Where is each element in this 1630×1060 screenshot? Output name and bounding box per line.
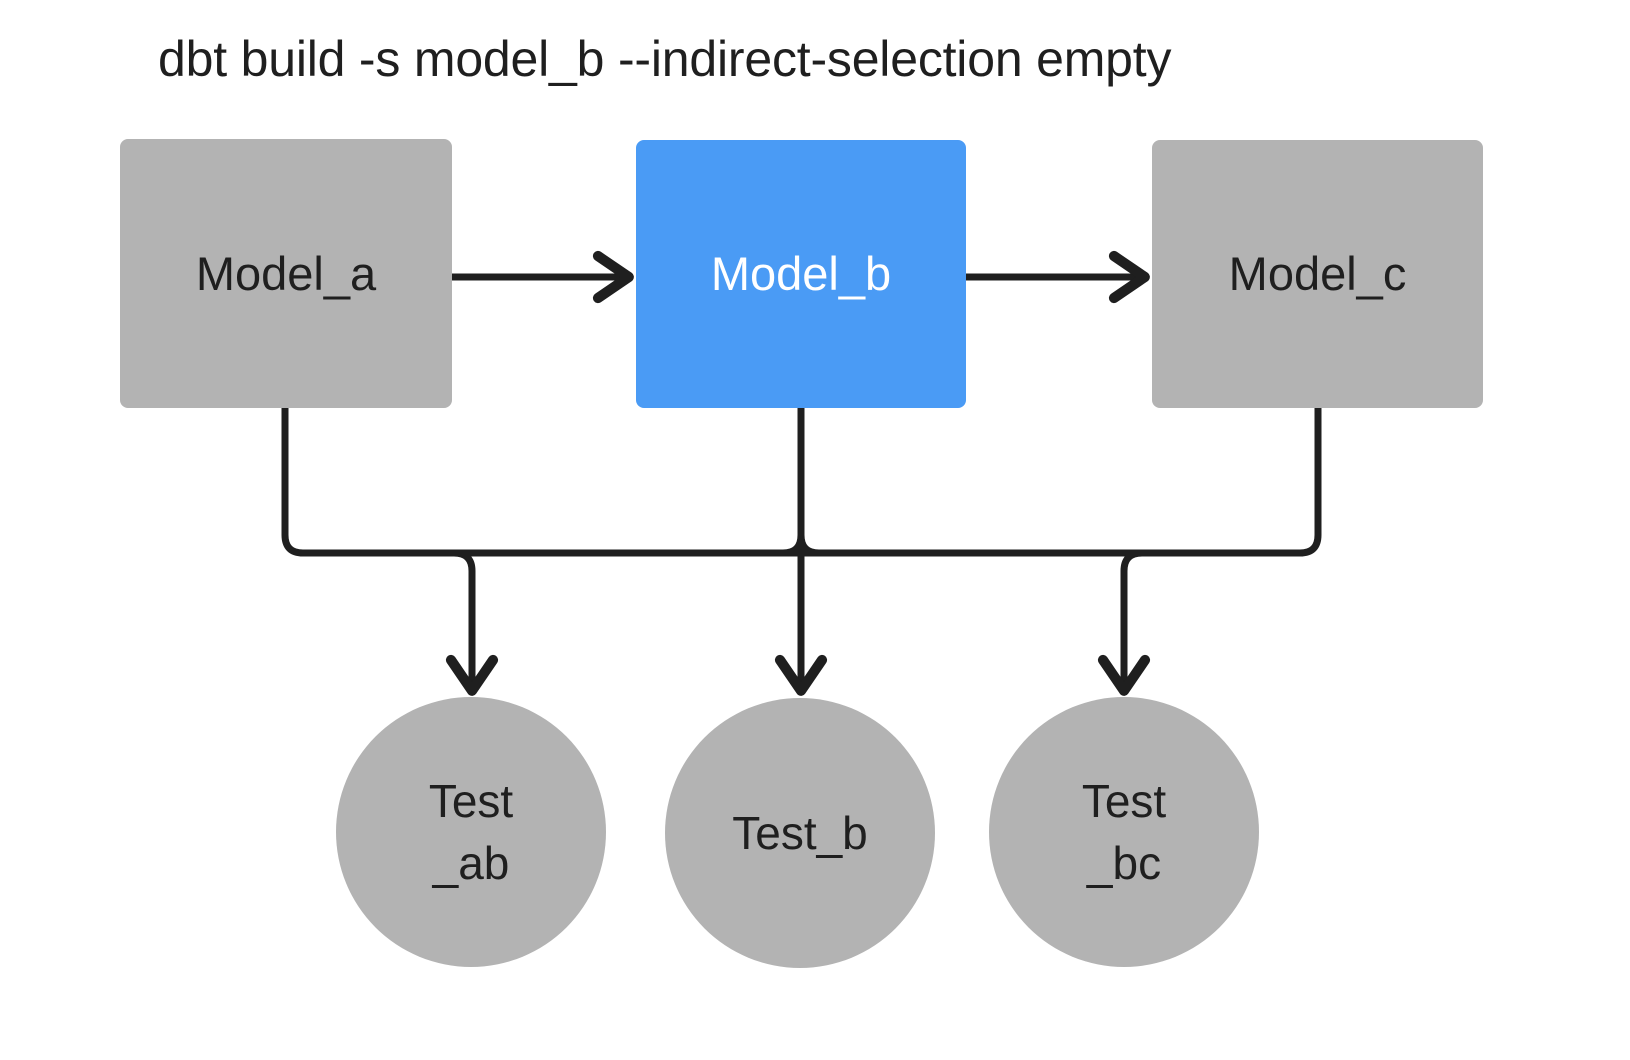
node-model-b-label: Model_b (710, 247, 892, 300)
node-model-a-label: Model_a (195, 246, 377, 300)
node-test-ab-label: Test _ab (428, 775, 514, 889)
node-test-bc-label: Test _bc (1081, 775, 1167, 889)
node-model-c[interactable]: Model_c (1152, 140, 1483, 408)
edge-model-c-to-test-bc (1097, 408, 1322, 696)
edge-model-a-to-test-ab (281, 408, 499, 696)
node-test-bc[interactable]: Test _bc (989, 697, 1259, 967)
node-test-ab[interactable]: Test _ab (336, 697, 606, 967)
node-model-b[interactable]: Model_b (636, 140, 966, 408)
node-model-c-label: Model_c (1228, 247, 1407, 300)
node-test-b[interactable]: Test_b (665, 698, 935, 968)
node-test-b-label: Test_b (732, 807, 868, 859)
diagram-title: dbt build -s model_b --indirect-selectio… (158, 31, 1172, 87)
node-model-a[interactable]: Model_a (120, 139, 452, 408)
